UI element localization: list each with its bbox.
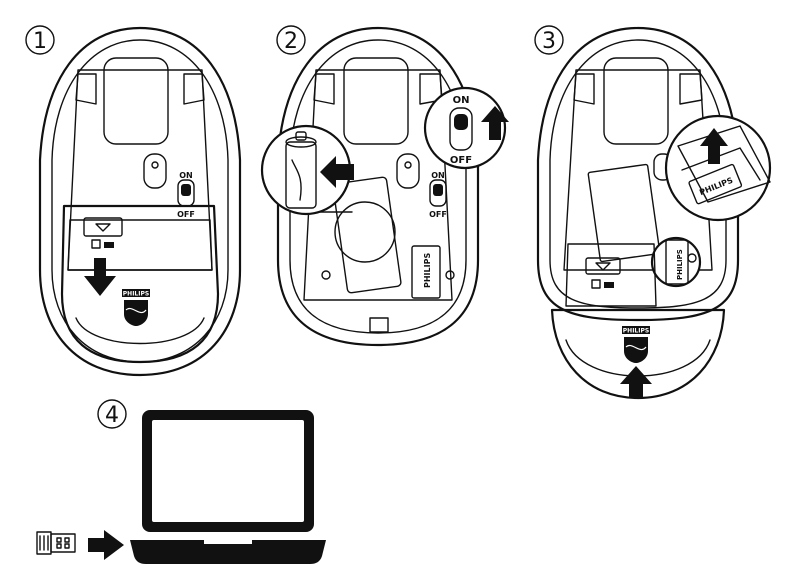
step-1-panel: 1 ON OFF PHILIPS — [25, 25, 242, 377]
laptop-icon — [130, 410, 326, 564]
step-2-switch-off-label: OFF — [429, 210, 447, 219]
step-2-panel: 2 ON OFF PHILIPS — [260, 25, 509, 347]
step-3-panel: 3 PHILIPS PHILIPS — [534, 25, 772, 400]
step-1-battery-cover — [60, 204, 220, 364]
step-1-switch-on-label: ON — [179, 171, 193, 180]
step-2-switch-zoom: ON OFF — [423, 86, 509, 170]
step-3-receiver-zoom: PHILIPS — [664, 114, 772, 222]
svg-text:PHILIPS: PHILIPS — [623, 328, 649, 335]
usb-receiver-icon — [36, 531, 76, 555]
step-1-philips-logo: PHILIPS — [122, 289, 150, 326]
step-3-number: 3 — [542, 29, 556, 54]
step-1-mouse-body — [38, 26, 242, 377]
step-2-zoom-on-label: ON — [453, 95, 470, 106]
step-3-philips-logo: PHILIPS — [622, 326, 650, 363]
step-4-number-badge: 4 — [97, 399, 127, 429]
step-2-zoom-off-label: OFF — [450, 155, 472, 166]
step-1-slide-down-arrow — [84, 258, 116, 296]
svg-text:PHILIPS: PHILIPS — [123, 291, 149, 298]
step-4-panel: 4 — [36, 399, 326, 564]
step-2-switch-on-arrow — [481, 106, 509, 140]
step-4-plug-in-arrow — [88, 530, 124, 560]
step-2-switch-on-label: ON — [431, 171, 445, 180]
step-3-mouse-body — [536, 26, 740, 322]
step-2-battery-zoom — [260, 124, 354, 216]
step-1-switch-off-label: OFF — [177, 210, 195, 219]
step-2-receiver-label: PHILIPS — [423, 253, 432, 288]
step-1-number-badge: 1 — [25, 25, 55, 55]
step-3-insert-receiver-arrow — [700, 128, 728, 164]
step-2-insert-arrow — [320, 156, 354, 188]
step-2-number: 2 — [284, 29, 298, 54]
step-3-slot-zoom-small: PHILIPS — [650, 236, 702, 288]
step-3-push-up-arrow — [620, 366, 652, 398]
step-1-number: 1 — [33, 29, 47, 54]
step-3-number-badge: 3 — [534, 25, 564, 55]
step-4-number: 4 — [105, 403, 119, 428]
step-3-receiver-label: PHILIPS — [676, 249, 684, 280]
step-2-number-badge: 2 — [276, 25, 306, 55]
